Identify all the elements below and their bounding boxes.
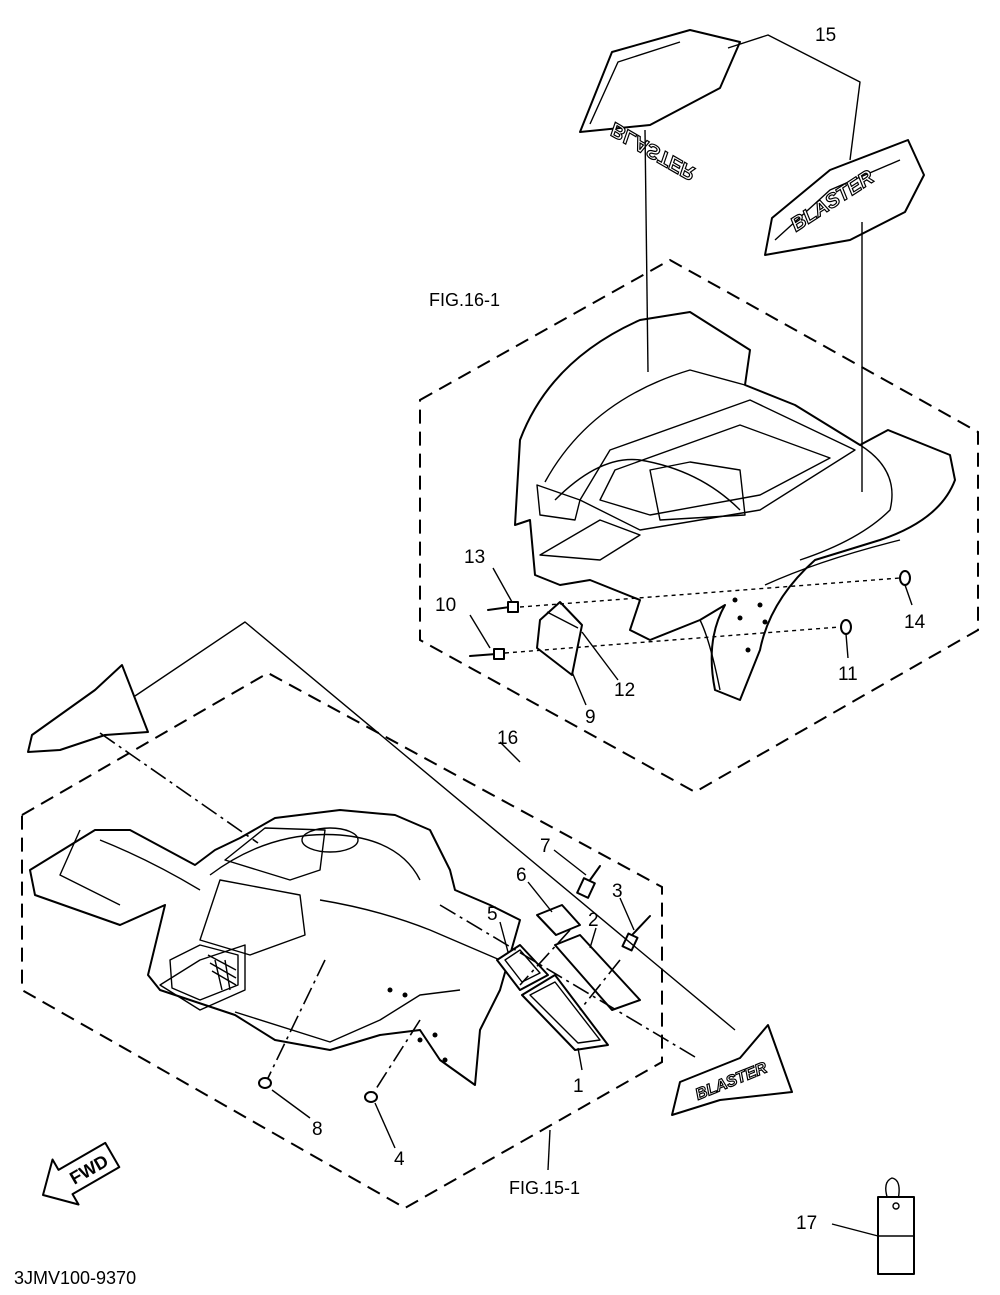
- callout-4: 4: [394, 1149, 405, 1170]
- callout-10: 10: [435, 595, 456, 616]
- drawing-number: 3JMV100-9370: [14, 1268, 136, 1288]
- front-fender-group: [21, 671, 663, 1210]
- fig-15-ref: FIG.15-1: [509, 1178, 580, 1198]
- callout-15: 15: [815, 25, 836, 46]
- callout-5: 5: [487, 904, 498, 925]
- plate-6: [536, 904, 581, 936]
- callout-15-bracket: [727, 34, 861, 161]
- decal-brand-text: BLASTER: [607, 118, 700, 185]
- nut-4: [364, 1091, 378, 1103]
- rear-decal-left: BLASTER: [579, 29, 741, 185]
- front-decal-left: [27, 664, 149, 753]
- callout-17: 17: [796, 1213, 817, 1234]
- bolt-13: [487, 601, 519, 613]
- callout-2: 2: [588, 910, 599, 931]
- nut-8: [258, 1077, 272, 1089]
- front-decal-right: BLASTER: [671, 1024, 793, 1116]
- nut-14: [899, 570, 911, 586]
- rear-group-boundary: [419, 258, 979, 794]
- plate-bracket: [536, 601, 583, 676]
- callout-6: 6: [516, 865, 527, 886]
- bracket-1: [521, 974, 609, 1051]
- tag-17: [877, 1177, 915, 1275]
- callout-7: 7: [540, 836, 551, 857]
- callout-16-bracket: [134, 621, 736, 1031]
- front-group-boundary: [21, 671, 663, 1210]
- nut-11: [840, 619, 852, 635]
- callout-3: 3: [612, 881, 623, 902]
- bracket-2: [554, 934, 641, 1011]
- bolt-7: [576, 865, 601, 899]
- callout-12: 12: [614, 680, 635, 701]
- rear-fender-group: [419, 258, 979, 794]
- callout-16: 16: [497, 728, 518, 749]
- fig-16-ref: FIG.16-1: [429, 290, 500, 310]
- bolt-10: [469, 648, 505, 660]
- callout-13: 13: [464, 547, 485, 568]
- front-fender: [29, 809, 521, 1086]
- grille-hatch: [207, 954, 237, 991]
- leader-lines: [271, 567, 913, 1237]
- callout-11: 11: [838, 664, 858, 685]
- callout-9: 9: [585, 707, 596, 728]
- rear-decal-right: BLASTER: [764, 139, 925, 256]
- callout-8: 8: [312, 1119, 323, 1140]
- callout-1: 1: [573, 1076, 584, 1097]
- fwd-arrow: FWD: [42, 1141, 121, 1206]
- callout-14: 14: [904, 612, 926, 633]
- bolt-3: [621, 915, 651, 952]
